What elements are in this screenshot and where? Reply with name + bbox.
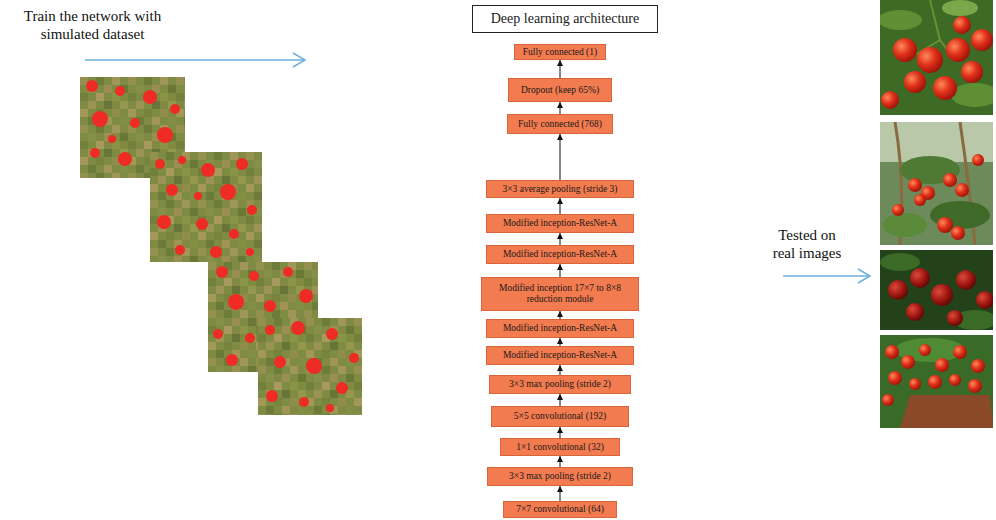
layer-box: Modified inception 17×7 to 8×8 reduction… — [481, 277, 639, 311]
layer-label: Modified inception-ResNet-A — [503, 350, 617, 361]
simulated-image — [150, 152, 262, 262]
flow-connector — [560, 456, 561, 467]
layer-label: Modified inception-ResNet-A — [503, 249, 617, 260]
layer-label: Modified inception-ResNet-A — [503, 323, 617, 334]
flow-connector — [560, 134, 561, 180]
layer-box: Modified inception-ResNet-A — [486, 346, 634, 365]
layer-box: 7×7 convolutional (64) — [503, 501, 617, 518]
layer-label: 3×3 average pooling (stride 3) — [502, 184, 617, 195]
flow-connector — [560, 311, 561, 319]
layer-box: 3×3 max pooling (stride 2) — [489, 375, 631, 394]
layer-label: Deep learning architecture — [491, 11, 639, 28]
layer-label: Fully connected (1) — [523, 47, 597, 58]
flow-connector — [560, 365, 561, 375]
flow-connector — [560, 427, 561, 438]
layer-box: Dropout (keep 65%) — [508, 78, 612, 102]
layer-box: Modified inception-ResNet-A — [486, 245, 634, 264]
simulated-image — [258, 318, 362, 415]
layer-label: Modified inception 17×7 to 8×8 reduction… — [485, 283, 635, 305]
layer-box: 3×3 max pooling (stride 2) — [487, 467, 633, 486]
flow-connector — [560, 60, 561, 78]
layer-box: 5×5 convolutional (192) — [491, 406, 629, 427]
layer-label: 5×5 convolutional (192) — [514, 411, 606, 422]
layer-box: Modified inception-ResNet-A — [486, 214, 634, 233]
layer-label: Fully connected (768) — [518, 119, 602, 130]
layer-label: 3×3 max pooling (stride 2) — [509, 471, 611, 482]
layer-label: Modified inception-ResNet-A — [503, 218, 617, 229]
flow-connector — [560, 198, 561, 214]
layer-label: 1×1 convolutional (32) — [516, 442, 604, 453]
flow-connector — [560, 394, 561, 406]
tomato-photo — [880, 122, 993, 245]
layer-box: 3×3 average pooling (stride 3) — [486, 180, 634, 198]
layer-box: Modified inception-ResNet-A — [486, 319, 634, 338]
flow-connector — [560, 233, 561, 245]
tomato-photo — [880, 0, 993, 115]
caption-label: Train the network with simulated dataset — [5, 7, 180, 43]
flow-connector — [560, 486, 561, 501]
layer-label: Dropout (keep 65%) — [521, 85, 599, 96]
layer-label: 7×7 convolutional (64) — [516, 504, 604, 515]
layer-box: 1×1 convolutional (32) — [500, 438, 620, 456]
title-box: Deep learning architecture — [472, 5, 658, 33]
tomato-photo — [880, 335, 993, 428]
tomato-photo — [880, 250, 993, 330]
flow-connector — [560, 338, 561, 346]
flow-connector — [560, 102, 561, 114]
layer-box: Fully connected (1) — [514, 44, 606, 60]
layer-box: Fully connected (768) — [507, 114, 613, 134]
caption-label: Tested on real images — [768, 226, 846, 262]
flow-arrow — [85, 53, 870, 283]
flow-connector — [560, 264, 561, 277]
layer-label: 3×3 max pooling (stride 2) — [509, 379, 611, 390]
